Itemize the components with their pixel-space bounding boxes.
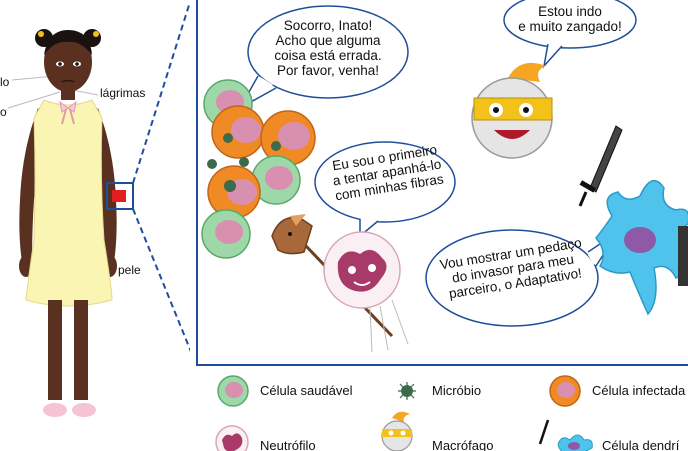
infected-cell-icon (260, 110, 316, 166)
label-skin: pele (118, 263, 141, 277)
legend-macrophage: Macrófago (432, 438, 494, 451)
legend-microbe: Micróbio (432, 383, 482, 398)
healthy-cell-icon (217, 375, 249, 407)
label-left-top: lo (0, 75, 10, 89)
bubble-macrophage-text: Estou indo e muito zangado! (506, 4, 634, 34)
girl-illustration (0, 0, 190, 451)
microbe-icon (239, 157, 249, 167)
legend: Célula saudável Micróbio Célula infectad… (200, 368, 688, 451)
bubble-infected-line-4: Por favor, venha! (276, 63, 380, 78)
microbe-icon (207, 159, 217, 169)
legend-healthy-cell: Célula saudável (260, 383, 353, 398)
bubble-macrophage-line-1: Estou indo (538, 4, 602, 19)
legend-neutrophil: Neutrófilo (260, 438, 316, 451)
legend-infected-cell: Célula infectada (592, 383, 686, 398)
macrophage-icon (471, 62, 553, 159)
healthy-cell-icon (201, 209, 251, 259)
bubble-infected-line-1: Socorro, Inato! (283, 18, 373, 33)
dendritic-cell-icon (595, 179, 688, 316)
girl-figure (7, 1, 190, 417)
sword-icon (578, 125, 623, 207)
cell-cluster (201, 79, 316, 259)
macrophage-icon (381, 411, 413, 451)
infected-cell-icon (211, 105, 265, 159)
bubble-infected-line-3: coisa está errada. (274, 48, 382, 63)
scene-frame (196, 0, 688, 366)
infected-cell-icon (207, 165, 261, 219)
neutrophil-icon (215, 425, 249, 451)
legend-dendritic-cell: Célula dendrí (602, 438, 680, 451)
bubble-macrophage-line-2: e muito zangado! (518, 19, 622, 34)
bubble-infected-line-2: Acho que alguma (275, 33, 381, 48)
scene-artwork (196, 0, 688, 364)
speech-bubble-macrophage (503, 0, 637, 69)
bubble-infected-text: Socorro, Inato! Acho que alguma coisa es… (252, 18, 404, 78)
healthy-cell-icon (251, 155, 301, 205)
label-tears: lágrimas (100, 86, 146, 100)
dendritic-cell-icon (538, 419, 593, 451)
infected-cell-icon (549, 375, 581, 407)
neutrophil-icon (323, 231, 409, 353)
label-left-second: o (0, 105, 7, 119)
microbe-icon (398, 382, 416, 400)
